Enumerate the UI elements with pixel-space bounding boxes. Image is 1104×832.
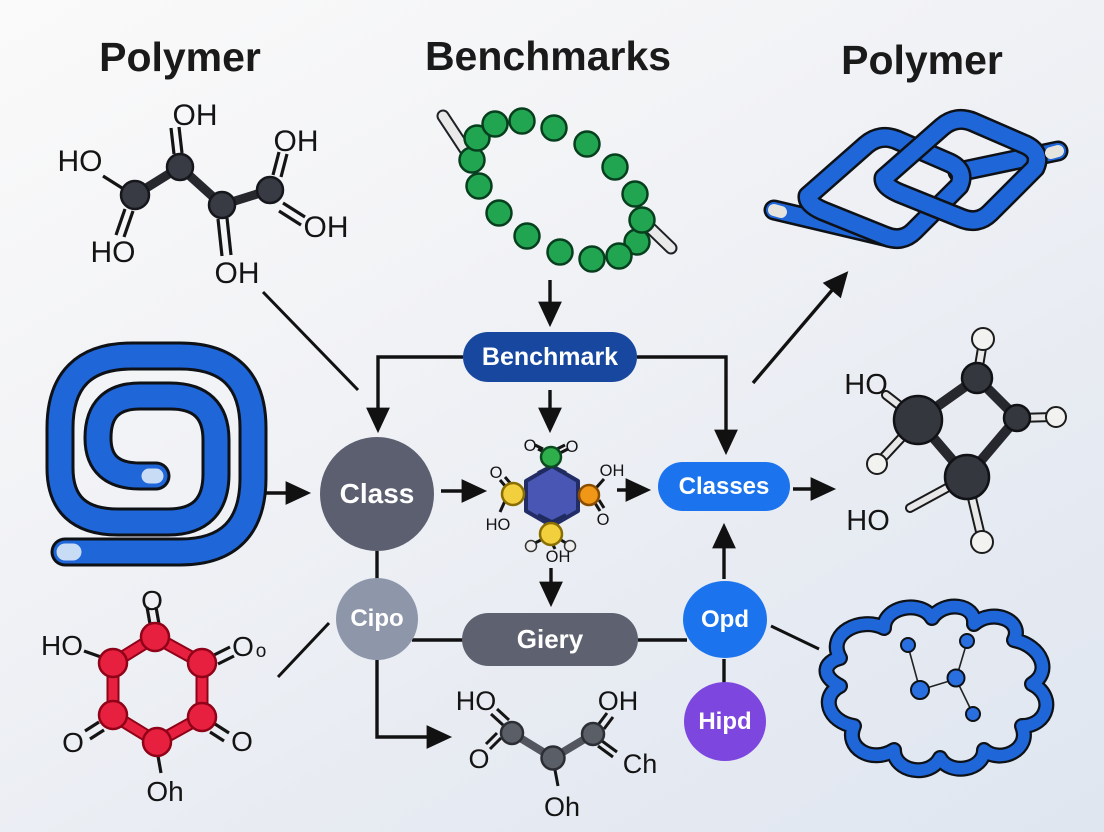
blue-tube-ring-molecule (818, 598, 1055, 779)
chem-label: O (490, 464, 503, 482)
flow-node-class-label: Class (339, 478, 415, 509)
chem-label: HO (91, 236, 136, 269)
chem-label: O (231, 726, 253, 757)
chem-label: O (62, 727, 84, 758)
title-benchmarks: Benchmarks (424, 33, 672, 79)
arrow-classes-to-topright-polymer (751, 271, 849, 385)
chem-label: Ch (623, 749, 658, 779)
right-dark-molecule: HO HO (844, 327, 1067, 554)
chem-label: HO (456, 686, 497, 716)
top-left-hydroxyl-molecule: OH OH HO HO OH OH (58, 99, 349, 290)
flow-node-cipo-label: Cipo (350, 605, 404, 632)
bottom-center-molecule: HO OH O Ch Oh (456, 686, 658, 822)
title-polymer-left: Polymer (99, 34, 261, 80)
arrow-benchmark-to-class (366, 355, 463, 434)
flow-node-class: Class (320, 437, 434, 551)
chem-label: OH (598, 686, 639, 716)
line-opd-to-bottomright-molecule (770, 624, 820, 651)
arrow-benchmark-to-classes (637, 355, 738, 456)
green-bead-ring-molecule (436, 107, 678, 273)
chem-label: Oh (544, 792, 580, 822)
arrow-cipo-to-bottom-molecule (375, 660, 453, 749)
chem-label: O (232, 631, 254, 662)
flow-node-cipo: Cipo (336, 578, 418, 660)
chem-label: OH (304, 211, 349, 244)
flow-node-hipd-label: Hipd (698, 707, 752, 735)
flow-node-classes-label: Classes (678, 472, 770, 500)
chem-label: O (524, 437, 537, 455)
flow-node-opd-label: Opd (701, 605, 749, 633)
blue-spiral-polymer (45, 341, 268, 567)
red-ring-molecule: O HO O o O O Oh (41, 585, 266, 807)
chem-label-subscript: o (256, 641, 267, 662)
chem-label: HO (846, 505, 890, 537)
chem-label: HO (58, 145, 103, 178)
flow-node-giery: Giery (462, 613, 638, 666)
flow-node-hipd: Hipd (684, 682, 766, 761)
connectors (256, 271, 849, 749)
title-polymer-right: Polymer (841, 37, 1003, 83)
chem-label: O (566, 438, 579, 456)
blue-woven-polymer (763, 108, 1069, 250)
chem-label: O (597, 511, 610, 529)
flow-node-benchmark: Benchmark (463, 332, 637, 382)
chem-label: OH (215, 257, 260, 290)
chem-label: HO (844, 369, 888, 401)
chem-label: OH (173, 99, 218, 132)
line-topleft-molecule-to-class (261, 290, 360, 392)
chem-label: HO (486, 516, 511, 534)
chem-label: Oh (146, 776, 183, 807)
line-red-molecule-to-cipo (276, 621, 331, 679)
flow-node-giery-label: Giery (516, 624, 584, 654)
flow-node-opd: Opd (683, 581, 767, 658)
chem-label: HO (41, 630, 83, 661)
chem-label: O (468, 744, 489, 774)
flow-node-classes: Classes (658, 462, 790, 511)
chem-label: O (141, 585, 163, 616)
flow-node-benchmark-label: Benchmark (481, 342, 619, 371)
chem-label: OH (600, 462, 625, 480)
chem-label: OH (546, 548, 571, 566)
chem-label: OH (274, 125, 319, 158)
center-hexagon-molecule: O O O OH HO O OH (486, 437, 625, 566)
